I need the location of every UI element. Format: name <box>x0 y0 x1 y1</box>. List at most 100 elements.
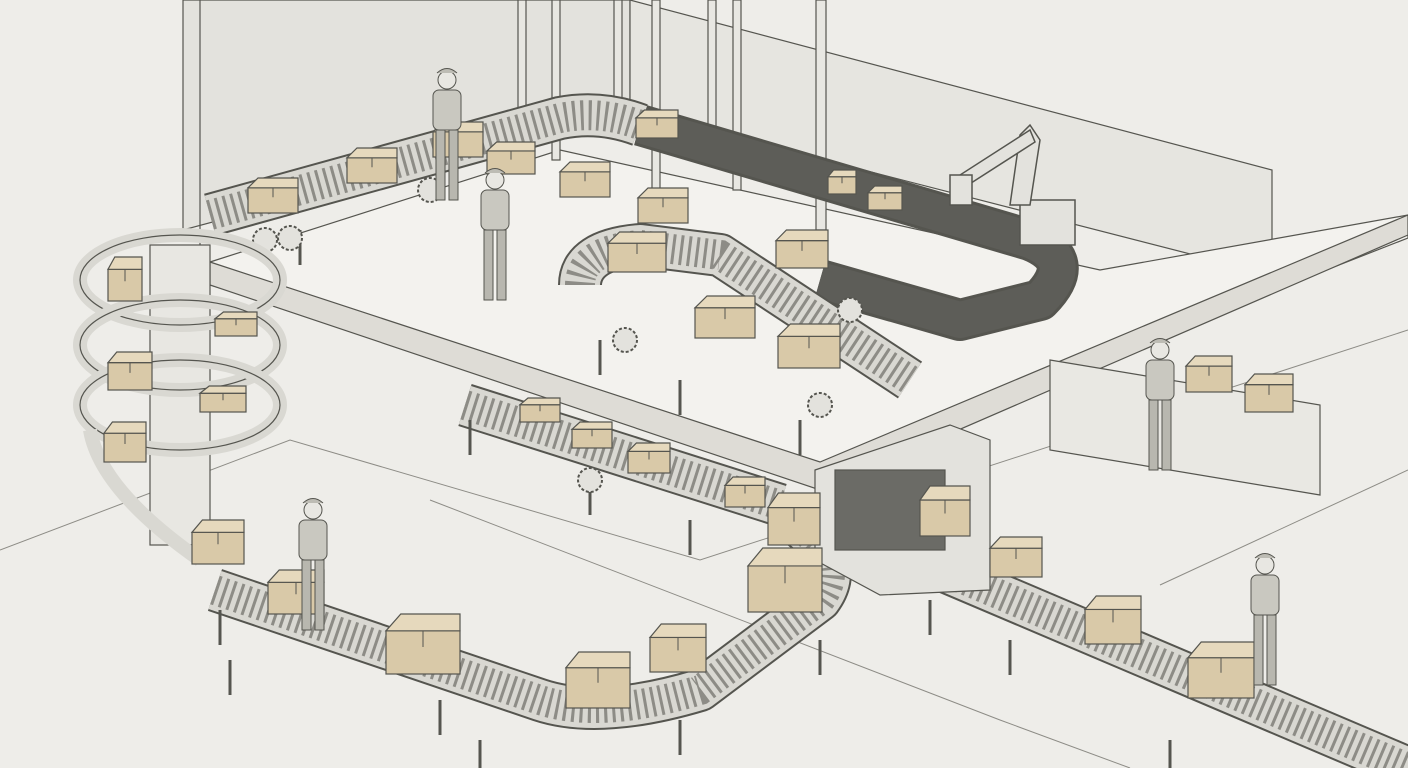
rollers <box>210 507 845 723</box>
cardboard-box <box>570 421 613 449</box>
floor-line-3 <box>1159 469 1408 586</box>
box-top <box>866 185 903 194</box>
worker-torso <box>298 519 328 561</box>
hard-hat <box>1149 338 1171 344</box>
cardboard-box <box>345 147 398 184</box>
gear-icon <box>577 467 603 493</box>
box-top <box>1083 595 1142 611</box>
box-top <box>648 623 707 639</box>
worker-head <box>485 170 505 190</box>
box-side <box>565 667 631 709</box>
worker <box>480 168 510 301</box>
cardboard-box <box>106 351 153 391</box>
cardboard-box <box>723 476 766 508</box>
worker-leg <box>301 559 312 631</box>
box-top <box>246 177 299 189</box>
box-top <box>1184 355 1233 367</box>
worker-head <box>1255 555 1275 575</box>
cardboard-box <box>636 187 689 224</box>
box-top <box>564 651 631 669</box>
cardboard-box <box>190 519 245 565</box>
cardboard-box <box>766 492 821 546</box>
cardboard-box <box>1243 373 1294 413</box>
box-top <box>606 231 667 244</box>
scanner-tunnel <box>814 424 991 596</box>
worker-leg <box>1161 399 1172 471</box>
cardboard-box <box>626 442 671 474</box>
cardboard-box <box>746 547 823 613</box>
worker-head <box>1150 340 1170 360</box>
box-top <box>190 519 245 533</box>
box-top <box>558 161 611 173</box>
cardboard-box <box>1184 355 1233 393</box>
gear-icon <box>837 297 863 323</box>
cardboard-box <box>648 623 707 673</box>
hard-hat <box>436 68 458 74</box>
worker <box>432 68 462 201</box>
box-top <box>918 485 971 501</box>
box-side <box>767 506 821 546</box>
worker-torso <box>432 89 462 131</box>
box-top <box>106 351 153 364</box>
gear-icon <box>807 392 833 418</box>
box-top <box>776 323 841 337</box>
worker-leg <box>435 129 446 201</box>
box-top <box>634 109 679 119</box>
cardboard-box <box>102 421 147 463</box>
worker-leg <box>448 129 459 201</box>
box-top <box>345 147 398 159</box>
floor-line-2 <box>429 499 1131 768</box>
cardboard-box <box>1186 641 1255 699</box>
cardboard-box <box>384 613 461 675</box>
worker-torso <box>1145 359 1175 401</box>
worker-torso <box>1250 574 1280 616</box>
box-top <box>626 442 671 452</box>
cardboard-box <box>564 651 631 709</box>
box-top <box>485 141 536 152</box>
worker-leg <box>1253 614 1264 686</box>
worker-head <box>303 500 323 520</box>
box-top <box>102 421 147 434</box>
box-top <box>746 547 823 567</box>
box-top <box>774 229 829 242</box>
worker <box>1145 338 1175 471</box>
worker-leg <box>496 229 507 301</box>
cardboard-box <box>606 231 667 273</box>
hard-hat <box>484 168 506 174</box>
box-side <box>919 499 971 537</box>
box-top <box>723 476 766 486</box>
worker-head <box>437 70 457 90</box>
rollers <box>565 229 919 393</box>
worker-leg <box>483 229 494 301</box>
box-top <box>518 397 561 406</box>
box-top <box>988 536 1043 549</box>
box-top <box>693 295 756 309</box>
cardboard-box <box>918 485 971 537</box>
cardboard-box <box>866 185 903 211</box>
worker-torso <box>480 189 510 231</box>
gear-icon <box>277 225 303 251</box>
workers <box>298 68 1280 686</box>
robot-arm <box>949 123 1076 246</box>
worker-leg <box>314 559 325 631</box>
box-top <box>106 256 143 270</box>
cardboard-box <box>776 323 841 369</box>
cardboard-box <box>988 536 1043 578</box>
cardboard-box <box>213 311 258 337</box>
box-top <box>570 421 613 430</box>
hard-hat <box>1254 553 1276 559</box>
cardboard-box <box>693 295 756 339</box>
cardboard-box <box>106 256 143 302</box>
rollers <box>205 100 646 230</box>
box-top <box>1243 373 1294 386</box>
worker <box>1250 553 1280 686</box>
hard-hat <box>302 498 324 504</box>
cardboard-box <box>246 177 299 214</box>
worker <box>298 498 328 631</box>
box-top <box>766 492 821 509</box>
rollers <box>924 551 1408 768</box>
gear-icon <box>612 327 638 353</box>
cardboard-box <box>1083 595 1142 645</box>
cardboard-box <box>558 161 611 198</box>
